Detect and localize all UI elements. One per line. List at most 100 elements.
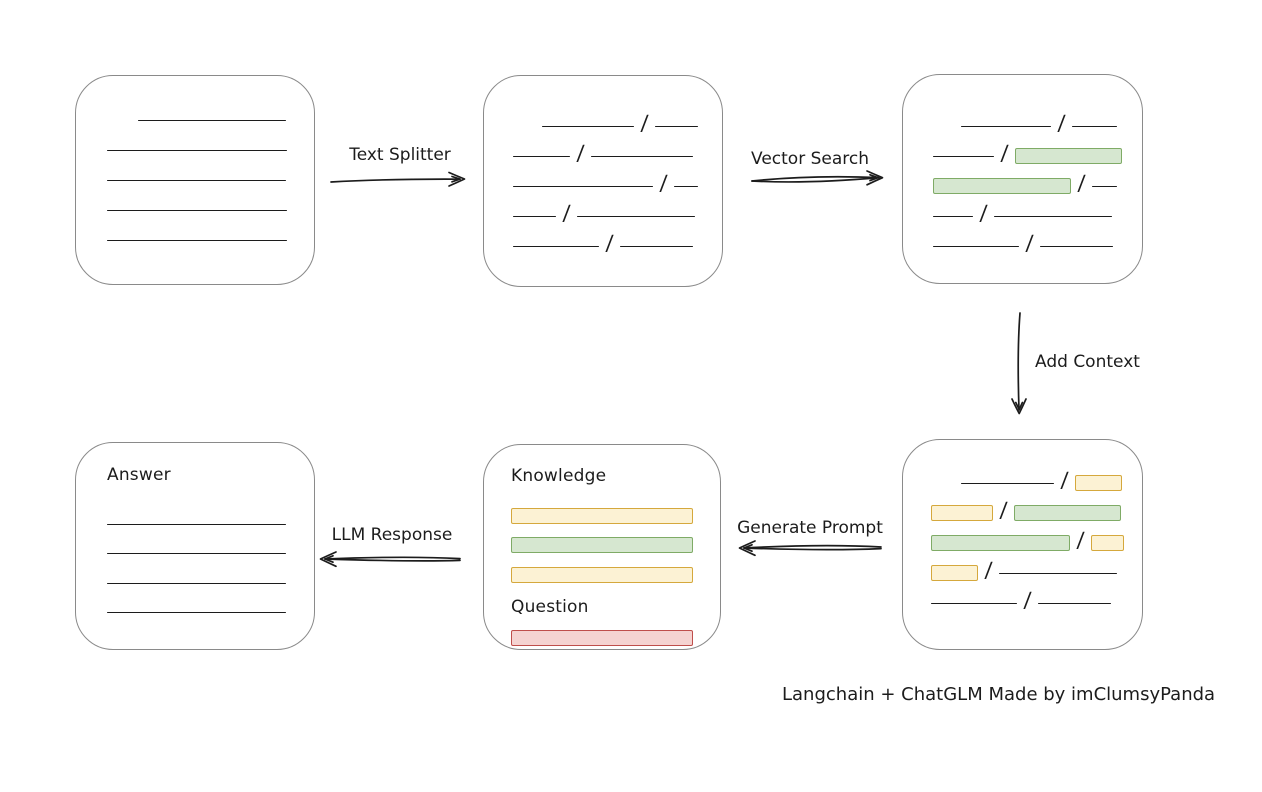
text-line: [933, 216, 973, 217]
answer-node: Answer: [75, 442, 315, 650]
answer-label: Answer: [107, 465, 171, 485]
chunk-row: [107, 158, 314, 188]
chunk-row: /: [513, 134, 722, 165]
text-line: [933, 156, 994, 157]
text-line: [655, 126, 699, 127]
chunk-row: [107, 502, 314, 532]
document-node: [75, 75, 315, 285]
text-line: [107, 612, 286, 613]
context-chunks-lines: / / / / /: [931, 461, 1142, 612]
llm-response-label: LLM Response: [331, 525, 453, 545]
chunk-row: /: [513, 104, 722, 135]
question-bars: [511, 625, 720, 646]
chunk-row: [107, 188, 314, 218]
knowledge-bars: [511, 494, 720, 583]
yellow-highlight: [1075, 475, 1123, 491]
llm-response-arrow: [319, 551, 461, 568]
chunk-row: /: [931, 521, 1142, 552]
chunk-row: /: [513, 164, 722, 195]
chunk-row: [511, 625, 720, 646]
text-line: [107, 553, 286, 554]
text-line: [999, 573, 1118, 574]
text-line: [107, 582, 286, 584]
text-line: [1072, 126, 1118, 127]
slash-separator: /: [1076, 528, 1085, 552]
green-highlight: [1015, 148, 1123, 164]
text-line: [933, 246, 1019, 247]
chunk-row: [107, 128, 314, 158]
prompt-node: Knowledge Question: [483, 444, 721, 650]
chunk-row: [107, 561, 314, 591]
text-line: [674, 186, 699, 187]
slash-separator: /: [999, 498, 1008, 522]
chunk-row: /: [931, 491, 1142, 522]
chunk-row: /: [931, 461, 1142, 492]
text-line: [513, 246, 599, 247]
yellow-highlight: [1091, 535, 1125, 551]
slash-separator: /: [1060, 468, 1069, 492]
chunk-row: [511, 524, 720, 553]
text-line: [994, 216, 1113, 217]
text-line: [513, 216, 556, 217]
slash-separator: /: [605, 231, 614, 255]
generate-prompt-label: Generate Prompt: [737, 518, 883, 538]
slash-separator: /: [1025, 231, 1034, 255]
chunk-row: [107, 218, 314, 248]
text-line: [513, 156, 570, 157]
text-line: [138, 120, 286, 121]
chunk-row: /: [933, 164, 1142, 195]
chunk-row: /: [933, 224, 1142, 255]
chunk-row: /: [513, 224, 722, 255]
slash-separator: /: [1023, 588, 1032, 612]
text-splitter-label: Text Splitter: [349, 145, 451, 165]
green-highlight: [933, 178, 1071, 194]
chunk-row: /: [513, 194, 722, 225]
slash-separator: /: [979, 201, 988, 225]
slash-separator: /: [1057, 111, 1066, 135]
vector-search-label: Vector Search: [751, 149, 869, 169]
chunk-row: /: [933, 104, 1142, 135]
text-line: [107, 210, 287, 211]
text-line: [1040, 246, 1114, 247]
caption: Langchain + ChatGLM Made by imClumsyPand…: [782, 684, 1216, 705]
vector-matches-lines: /////: [933, 104, 1142, 255]
chunk-row: [107, 98, 314, 128]
split-text-node: /////: [483, 75, 723, 287]
text-splitter-arrow: [330, 171, 466, 187]
slash-separator: /: [984, 558, 993, 582]
chunk-row: [107, 532, 314, 562]
text-line: [577, 216, 696, 217]
add-context-label: Add Context: [1035, 352, 1140, 372]
chunk-row: [511, 553, 720, 583]
chunk-row: /: [933, 134, 1142, 165]
yellow-highlight: [511, 566, 693, 583]
context-chunks-node: / / / / /: [902, 439, 1143, 650]
vector-matches-node: /////: [902, 74, 1143, 284]
text-line: [961, 126, 1051, 127]
add-context-arrow: [1011, 312, 1027, 415]
slash-separator: /: [659, 171, 668, 195]
yellow-highlight: [511, 507, 693, 524]
text-line: [107, 180, 286, 181]
chunk-row: [511, 494, 720, 524]
answer-lines: [107, 502, 314, 620]
green-highlight: [1014, 505, 1122, 521]
text-line: [107, 150, 287, 151]
chunk-row: /: [931, 551, 1142, 582]
slash-separator: /: [562, 201, 571, 225]
vector-search-arrow: [751, 170, 884, 186]
knowledge-label: Knowledge: [511, 466, 607, 486]
yellow-highlight: [931, 505, 993, 521]
text-line: [513, 186, 653, 187]
text-line: [961, 483, 1054, 484]
generate-prompt-arrow: [738, 540, 882, 557]
chunk-row: /: [931, 581, 1142, 612]
text-line: [107, 240, 287, 241]
chunk-row: [107, 591, 314, 621]
text-line: [1038, 603, 1112, 604]
split-text-lines: /////: [513, 104, 722, 255]
slash-separator: /: [640, 111, 649, 135]
question-label: Question: [511, 596, 589, 617]
text-line: [107, 523, 286, 525]
